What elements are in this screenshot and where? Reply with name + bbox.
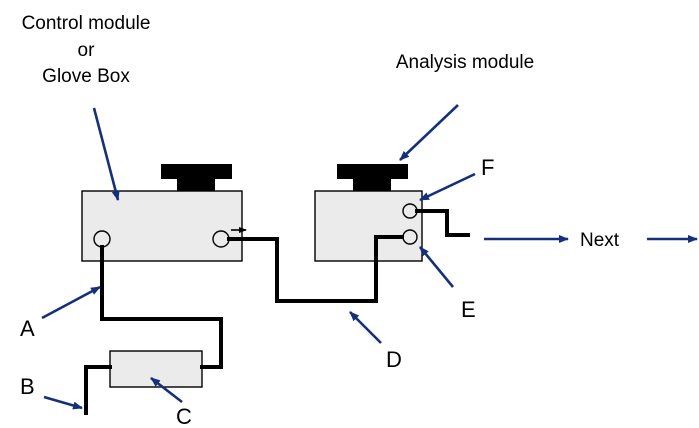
label-b: B	[20, 374, 35, 399]
label-next: Next	[580, 230, 620, 251]
label-d: D	[386, 347, 402, 372]
label-e: E	[461, 297, 476, 322]
control-module-outlet-port	[212, 230, 230, 248]
pointer-arrow-d	[349, 311, 382, 344]
analysis-module	[314, 164, 423, 262]
pipe-f-outlet	[415, 209, 470, 237]
analysis-module-body	[314, 190, 423, 262]
control-module-knob-stem	[177, 178, 215, 191]
pipe-b	[84, 365, 112, 415]
pointer-arrow-c	[150, 376, 183, 404]
pointer-arrow-control-module	[92, 107, 120, 201]
control-module-body	[81, 190, 243, 262]
analysis-module-knob-cap	[337, 164, 408, 179]
analysis-module-knob-stem	[353, 178, 391, 191]
pipe-a	[100, 245, 223, 369]
pointer-arrow-b	[43, 395, 83, 410]
analysis-module-label: Analysis module	[396, 52, 534, 73]
control-module-label-line2: or	[78, 40, 96, 61]
analysis-module-port-f	[402, 203, 418, 219]
label-a: A	[20, 316, 35, 341]
control-module	[81, 164, 243, 262]
control-module-label-line1: Control module	[22, 13, 151, 34]
label-f: F	[481, 155, 494, 180]
control-module-knob-cap	[161, 164, 232, 179]
pointer-arrow-analysis-module	[399, 104, 459, 161]
control-module-inlet-port	[93, 230, 111, 248]
pipe-d	[227, 235, 404, 303]
analysis-module-port-e	[402, 229, 418, 245]
label-c: C	[176, 404, 192, 428]
pointer-arrow-e	[418, 246, 455, 288]
control-module-label-line3: Glove Box	[42, 66, 130, 87]
pointer-arrow-a	[41, 285, 101, 320]
pointer-arrow-f	[419, 172, 476, 202]
